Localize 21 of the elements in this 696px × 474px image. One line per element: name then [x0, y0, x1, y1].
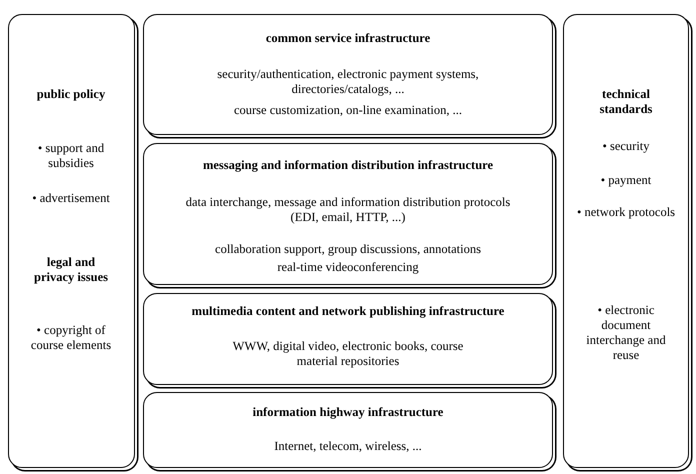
description-text: WWW, digital video, electronic books, course material repositories	[232, 339, 464, 369]
bullet-text: • electronic document interchange and reuse	[585, 303, 667, 363]
description-text: course customization, on-line examination, ...	[232, 103, 464, 118]
description-text: collaboration support, group discussions, annotations	[214, 242, 482, 257]
description-text: real-time videoconferencing	[276, 260, 420, 275]
heading: common service infrastructure	[264, 31, 432, 46]
heading: information highway infrastructure	[252, 405, 444, 420]
description-text: data interchange, message and information distribution protocols (EDI, email, HTTP, ...)	[184, 195, 512, 225]
heading: public policy	[36, 87, 106, 102]
heading: legal and privacy issues	[33, 255, 109, 285]
heading: messaging and information distribution infrastructure	[202, 158, 494, 173]
bullet-text: • security	[601, 139, 651, 154]
bullet-text: • advertisement	[31, 191, 111, 206]
bullet-text: • network protocols	[576, 205, 676, 220]
bullet-text: • support and subsidies	[36, 141, 106, 171]
description-text: security/authentication, electronic payment systems, directories/catalogs, ...	[216, 67, 480, 97]
bullet-text: • payment	[600, 173, 652, 188]
bullet-text: • copyright of course elements	[30, 323, 112, 353]
heading: multimedia content and network publishing infrastructure	[190, 304, 506, 319]
heading: technical standards	[598, 87, 654, 117]
description-text: Internet, telecom, wireless, ...	[273, 439, 423, 454]
